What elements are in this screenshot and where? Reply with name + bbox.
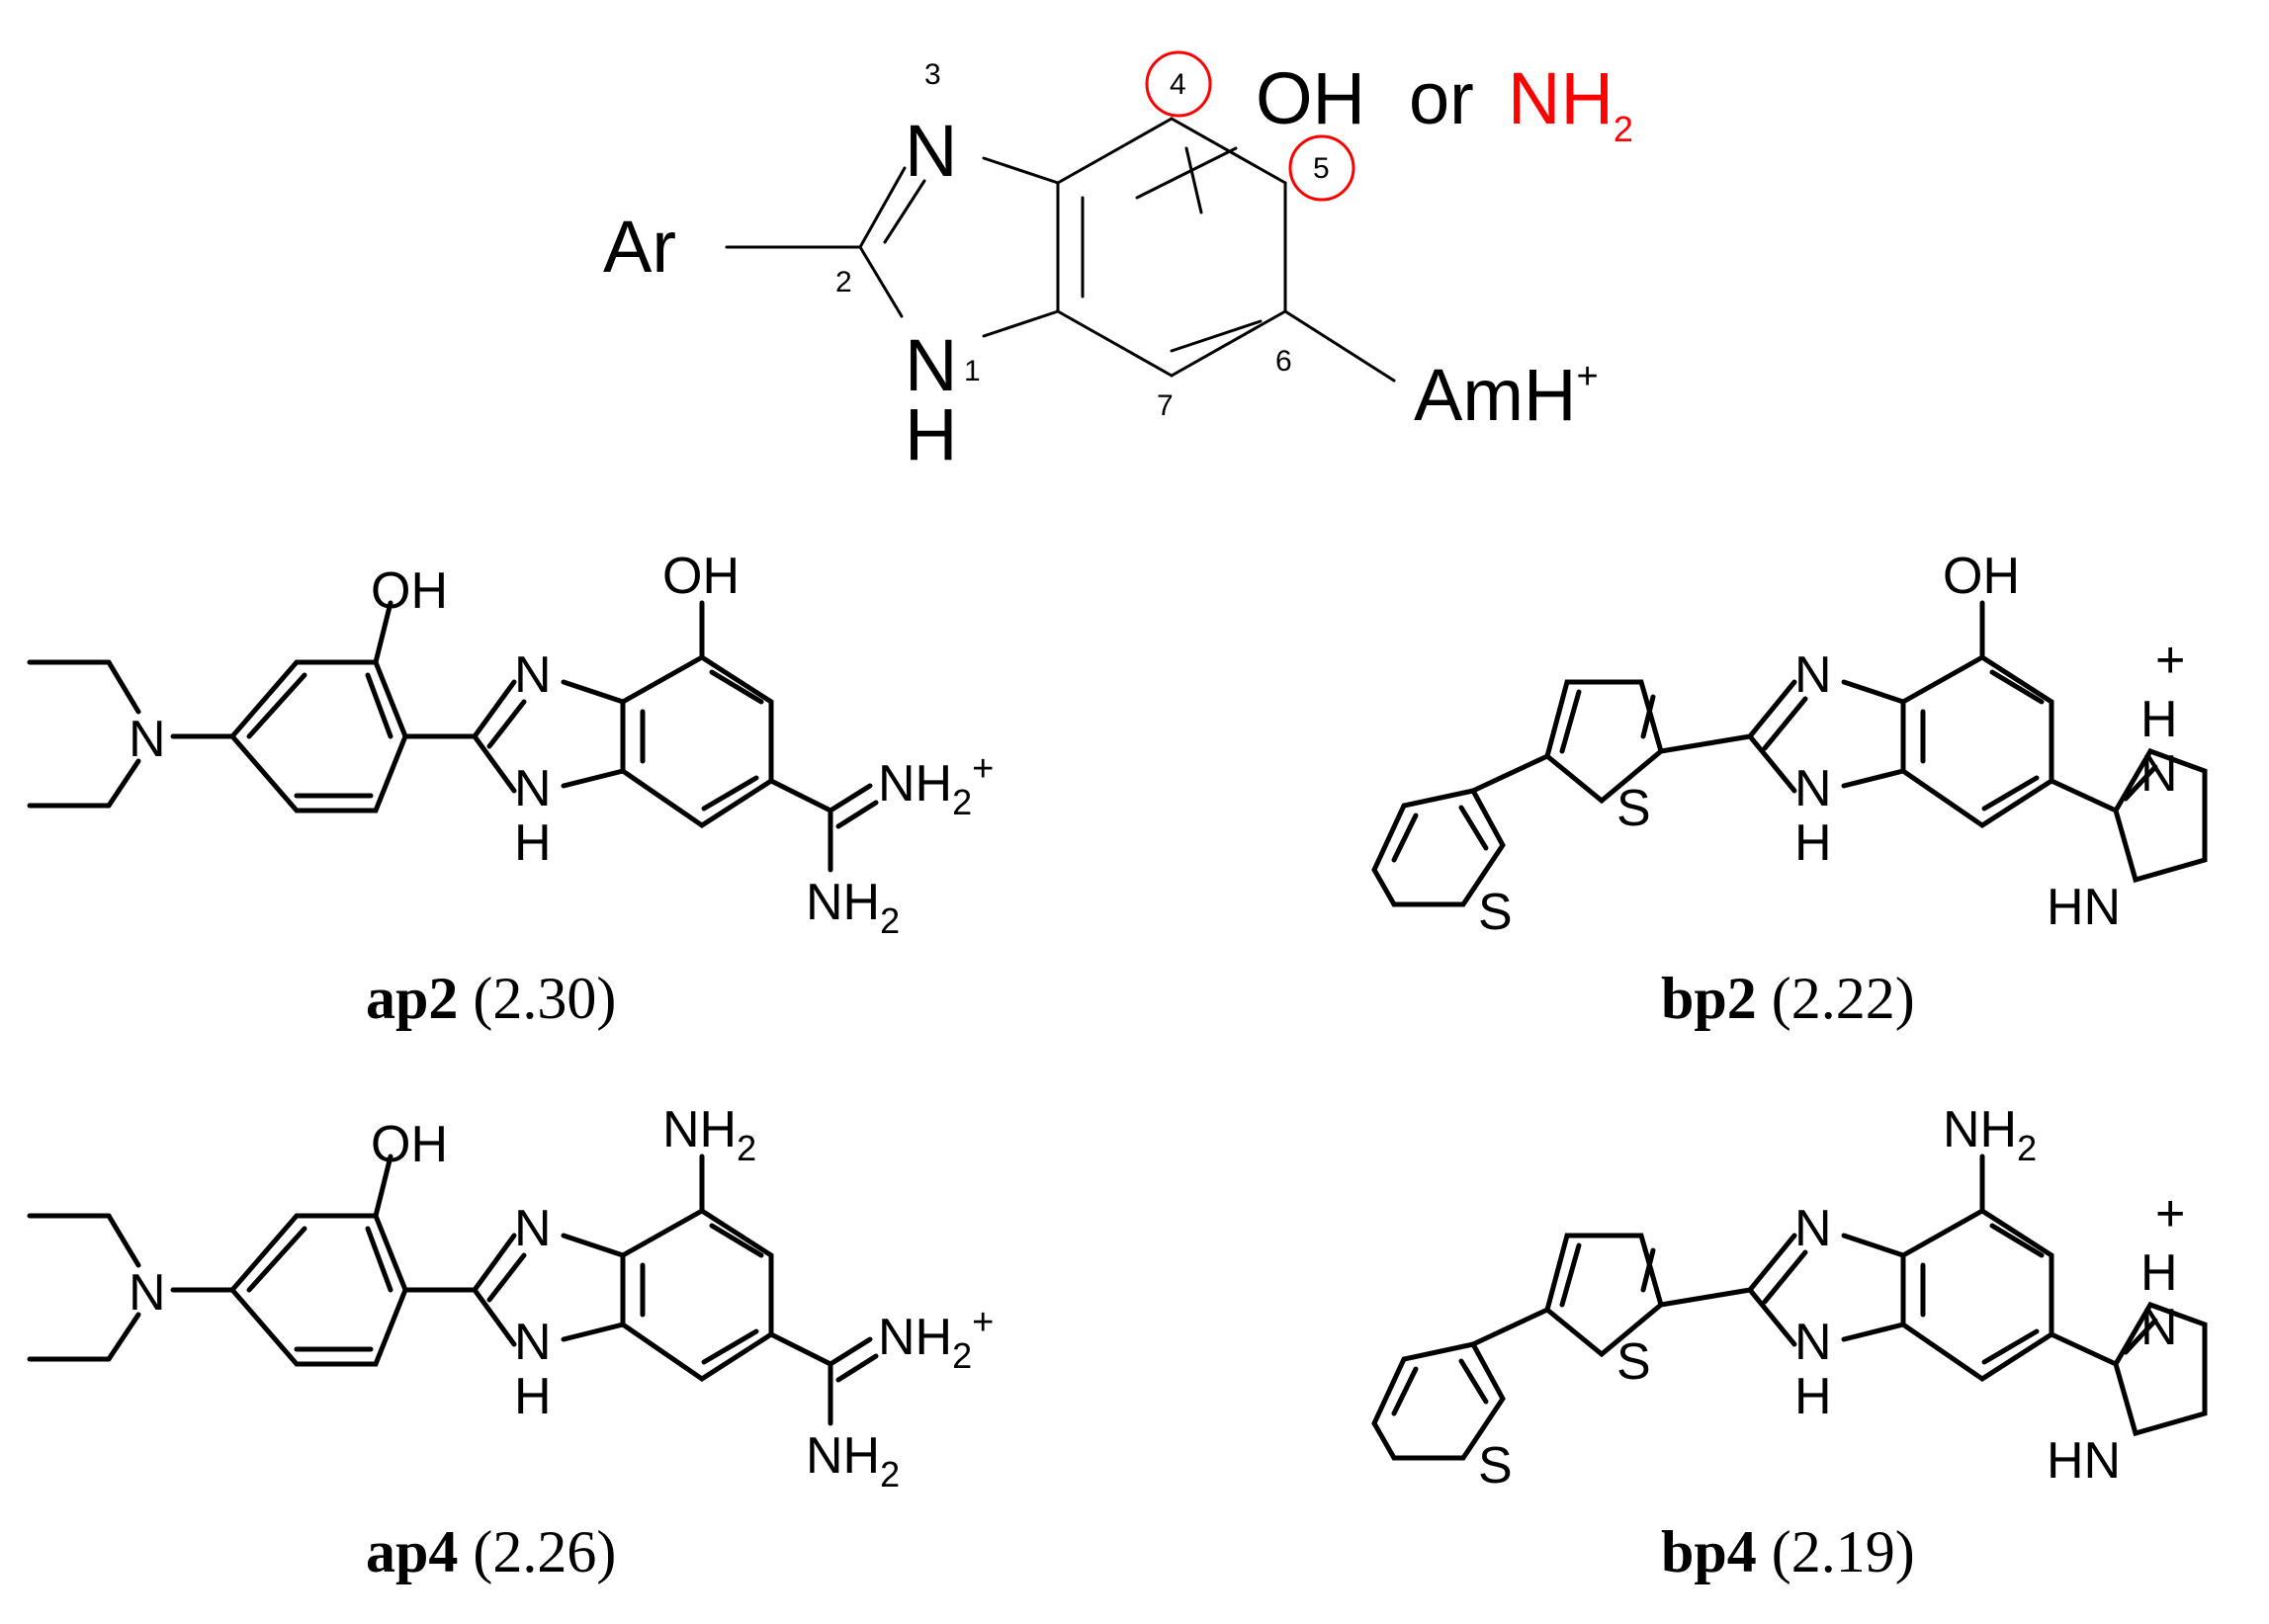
scaffold-ar-label: Ar: [603, 206, 676, 288]
scaffold-or-label: or: [1409, 57, 1474, 139]
bp4-imid-n-label: N: [2140, 1299, 2178, 1356]
ap2-n-label: N: [514, 646, 552, 704]
ap2-amidine-nh2b-label: NH2: [806, 874, 900, 941]
bp2-imid-n-label: N: [2140, 745, 2178, 803]
position-number-1: 1: [964, 355, 981, 387]
ap2-nh-label: N: [514, 760, 552, 817]
position-number-6: 6: [1275, 345, 1292, 378]
bp4-ring-nh2-label: NH2: [1943, 1101, 2037, 1168]
bp4-plus-label: +: [2155, 1185, 2185, 1242]
bp4-caption: bp4 (2.19): [1661, 1519, 1915, 1584]
ap4-n-label: N: [514, 1200, 552, 1257]
ap4-n-amine-label: N: [129, 1264, 166, 1322]
ap2-h-label: H: [514, 814, 552, 872]
bp4-imid-h-label: H: [2140, 1244, 2178, 1302]
ap4-amidine-nh2b-label: NH2: [806, 1427, 900, 1495]
position-number-3: 3: [924, 58, 941, 91]
bp2-imid-h-label: H: [2140, 691, 2178, 748]
ap2-n-amine-label: N: [129, 711, 166, 768]
bp2-h-label: H: [1794, 814, 1832, 872]
compound-ap4: OH NH2 N N N H NH2+ NH2 ap4 (2.26): [27, 1101, 994, 1584]
ap4-caption: ap4 (2.26): [366, 1519, 616, 1584]
ap2-amidine-nh2-label: NH2+: [878, 748, 994, 822]
ap2-oh-label: OH: [371, 562, 448, 620]
bp2-n-label: N: [1794, 646, 1832, 704]
scaffold-h1-label: H: [905, 393, 957, 475]
bp4-imid-hn-label: HN: [2047, 1432, 2121, 1490]
bp2-caption: bp2 (2.22): [1661, 966, 1915, 1031]
ap4-ring-nh2-label: NH2: [662, 1101, 756, 1168]
bp2-s2-label: S: [1616, 780, 1651, 837]
scaffold-amh-label: AmH+: [1414, 354, 1599, 436]
bp4-n-label: N: [1794, 1200, 1832, 1257]
ap4-h-label: H: [514, 1368, 552, 1425]
position-number-2: 2: [835, 266, 852, 299]
scaffold-structure: Ar N N H OH or NH2 AmH+ 1 2 3 4 5 6 7: [603, 50, 1633, 475]
bp2-plus-label: +: [2155, 632, 2185, 689]
position-4-marker: [1145, 50, 1212, 118]
scaffold-oh-label: OH: [1256, 57, 1365, 139]
position-5-marker: [1288, 134, 1355, 202]
bp4-nh-label: N: [1794, 1314, 1832, 1371]
position-number-7: 7: [1157, 389, 1174, 422]
ap2-caption: ap2 (2.30): [366, 966, 616, 1031]
ap4-nh-label: N: [514, 1314, 552, 1371]
bp2-nh-label: N: [1794, 760, 1832, 817]
scaffold-nh2-label: NH2: [1508, 57, 1633, 149]
scaffold-n1-label: N: [905, 324, 957, 406]
scaffold-n3-label: N: [905, 110, 957, 192]
bp4-s1-label: S: [1478, 1437, 1513, 1495]
bp4-s2-label: S: [1616, 1333, 1651, 1391]
bp2-ring-oh-label: OH: [1943, 548, 2020, 605]
ap2-ring-oh-label: OH: [662, 548, 740, 605]
compound-bp2: OH S S N N H + H N HN bp2 (2.22): [1371, 548, 2208, 1031]
ap4-oh-label: OH: [371, 1116, 448, 1173]
ap4-amidine-nh2-label: NH2+: [878, 1302, 994, 1376]
bp4-h-label: H: [1794, 1368, 1832, 1425]
compound-bp4: NH2 S S N N H + H N HN bp4 (2.19): [1371, 1101, 2208, 1584]
bp2-s1-label: S: [1478, 884, 1513, 941]
position-number-4: 4: [1170, 68, 1186, 101]
bp2-imid-hn-label: HN: [2047, 879, 2121, 936]
compound-ap2: OH OH N N N H NH2+ NH2 ap2 (2.30): [27, 548, 994, 1031]
position-number-5: 5: [1313, 152, 1330, 185]
